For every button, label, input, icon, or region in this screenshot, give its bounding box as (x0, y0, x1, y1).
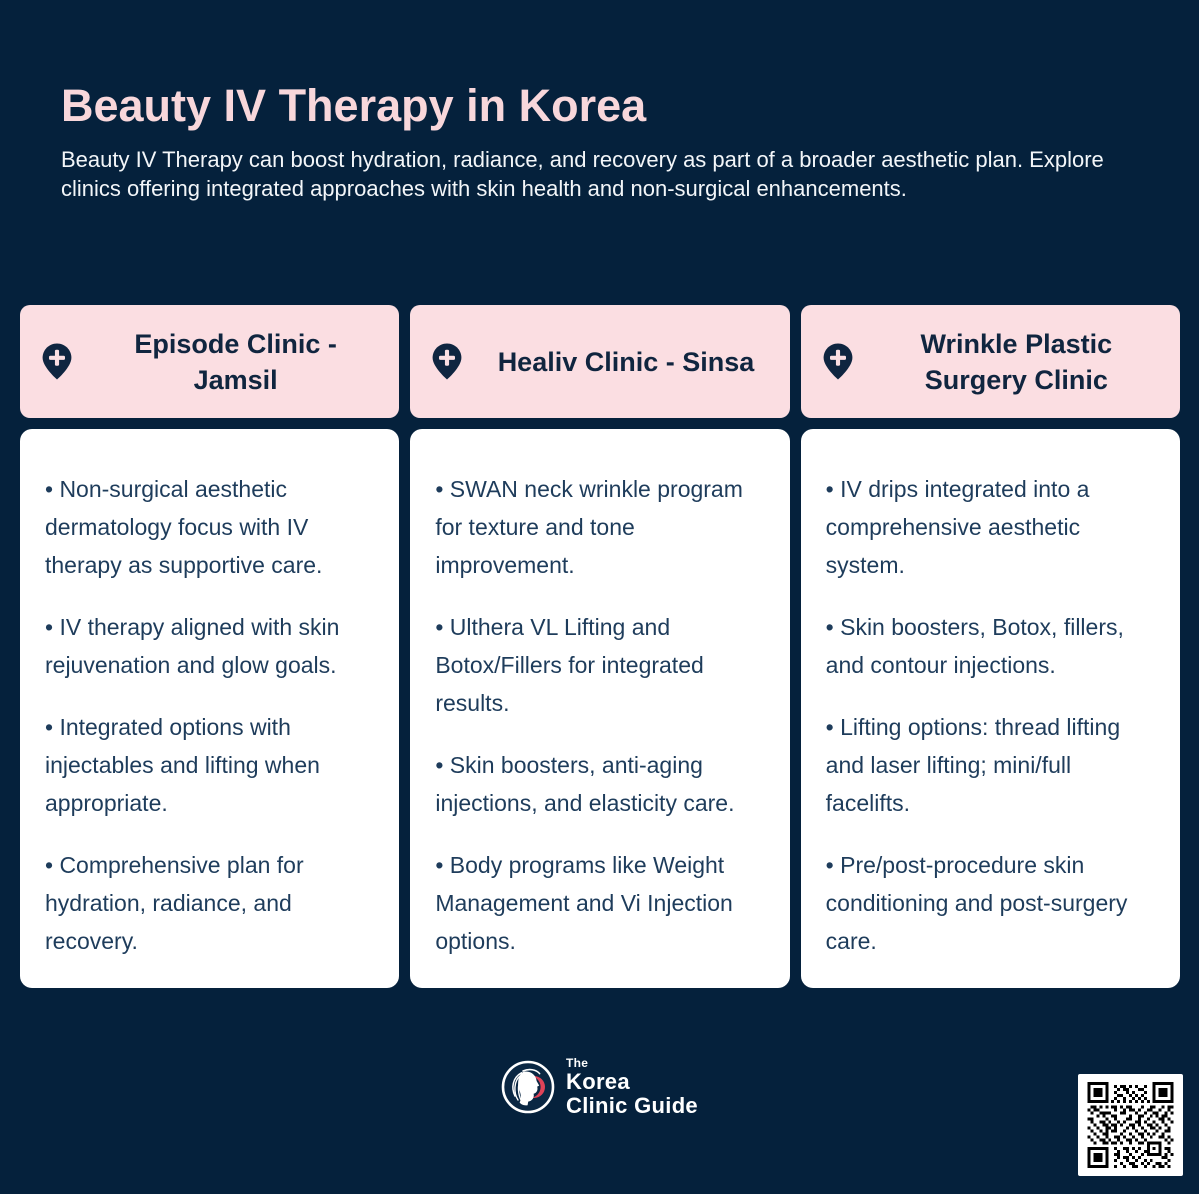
qr-code (1078, 1074, 1183, 1176)
clinic-bullet: • Skin boosters, anti-aging injections, … (435, 752, 735, 816)
medical-location-pin-icon (20, 342, 94, 381)
clinic-bullet: • IV drips integrated into a comprehensi… (825, 476, 1090, 578)
page-title: Beauty IV Therapy in Korea (61, 80, 647, 131)
brand-footer: The Korea Clinic Guide (0, 1056, 1199, 1118)
brand-line-clinic-guide: Clinic Guide (566, 1093, 698, 1118)
clinic-bullet: • Non-surgical aesthetic dermatology foc… (45, 476, 323, 578)
clinic-card-wrinkle: Wrinkle Plastic Surgery Clinic • IV drip… (800, 305, 1180, 988)
clinic-bullet: • IV therapy aligned with skin rejuvenat… (45, 614, 340, 678)
clinic-bullet: • Pre/post-procedure skin conditioning a… (825, 852, 1128, 954)
clinic-card-header: Healiv Clinic - Sinsa (410, 305, 790, 418)
brand-line-the: The (566, 1056, 589, 1070)
page-subtitle: Beauty IV Therapy can boost hydration, r… (61, 147, 1104, 201)
brand-line-korea: Korea (566, 1069, 630, 1094)
medical-location-pin-icon (410, 342, 484, 381)
clinic-card-healiv: Healiv Clinic - Sinsa • SWAN neck wrinkl… (410, 305, 790, 988)
clinic-card-body: • SWAN neck wrinkle program for texture … (410, 429, 790, 988)
clinic-card-body: • IV drips integrated into a comprehensi… (800, 429, 1180, 988)
clinic-bullet: • Integrated options with injectables an… (45, 714, 320, 816)
clinic-bullet: • Lifting options: thread lifting and la… (825, 714, 1121, 816)
clinic-card-episode: Episode Clinic - Jamsil • Non-surgical a… (20, 305, 400, 988)
clinic-bullet: • Ulthera VL Lifting and Botox/Fillers f… (435, 614, 704, 716)
clinic-card-body: • Non-surgical aesthetic dermatology foc… (20, 429, 400, 988)
clinic-bullet: • Comprehensive plan for hydration, radi… (45, 852, 304, 954)
medical-location-pin-icon (801, 342, 875, 381)
clinic-name: Healiv Clinic - Sinsa (497, 346, 755, 377)
clinic-bullet: • Body programs like Weight Management a… (435, 852, 733, 954)
brand-wordmark: The Korea Clinic Guide (566, 1056, 698, 1118)
clinic-bullet: • SWAN neck wrinkle program for texture … (435, 476, 743, 578)
clinic-name: Episode Clinic - Jamsil (134, 328, 337, 395)
clinic-card-header: Wrinkle Plastic Surgery Clinic (800, 305, 1180, 418)
clinic-card-header: Episode Clinic - Jamsil (20, 305, 400, 418)
clinic-cards: Episode Clinic - Jamsil • Non-surgical a… (20, 305, 1180, 988)
woman-profile-logo-icon (501, 1060, 555, 1114)
hero: Beauty IV Therapy in Korea Beauty IV The… (61, 80, 1106, 203)
clinic-name: Wrinkle Plastic Surgery Clinic (920, 328, 1113, 395)
clinic-bullet: • Skin boosters, Botox, fillers, and con… (825, 614, 1124, 678)
